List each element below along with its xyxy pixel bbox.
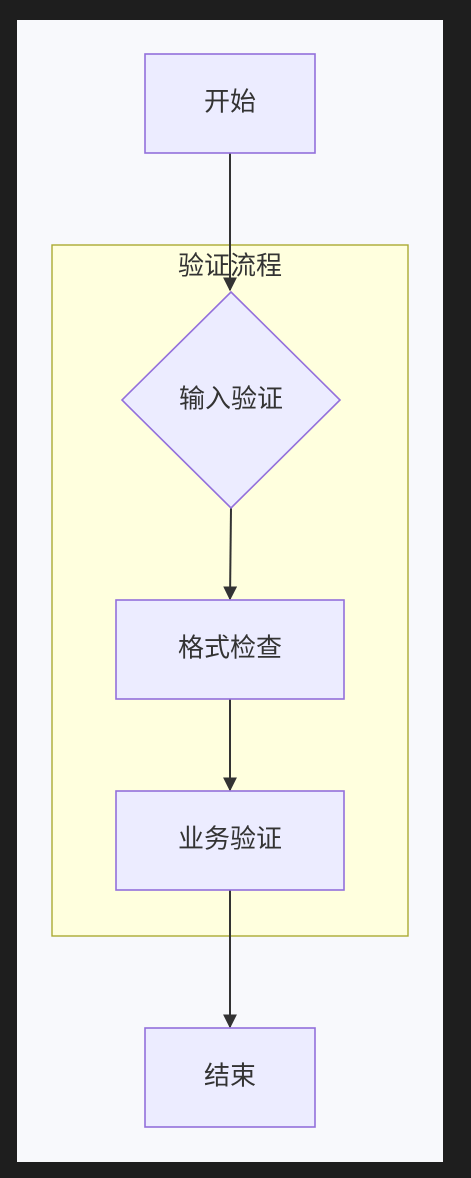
- node-start-label: 开始: [204, 88, 256, 118]
- node-end-label: 结束: [204, 1062, 256, 1092]
- node-input-validate[interactable]: 输入验证: [120, 290, 342, 510]
- edge-input-to-format: [223, 507, 238, 601]
- node-business-validate-label: 业务验证: [178, 825, 282, 855]
- node-format-check-label: 格式检查: [178, 634, 282, 664]
- node-input-validate-label: 输入验证: [179, 385, 283, 415]
- node-start[interactable]: 开始: [144, 53, 316, 154]
- node-end[interactable]: 结束: [144, 1027, 316, 1128]
- node-business-validate[interactable]: 业务验证: [115, 790, 345, 891]
- node-format-check[interactable]: 格式检查: [115, 599, 345, 700]
